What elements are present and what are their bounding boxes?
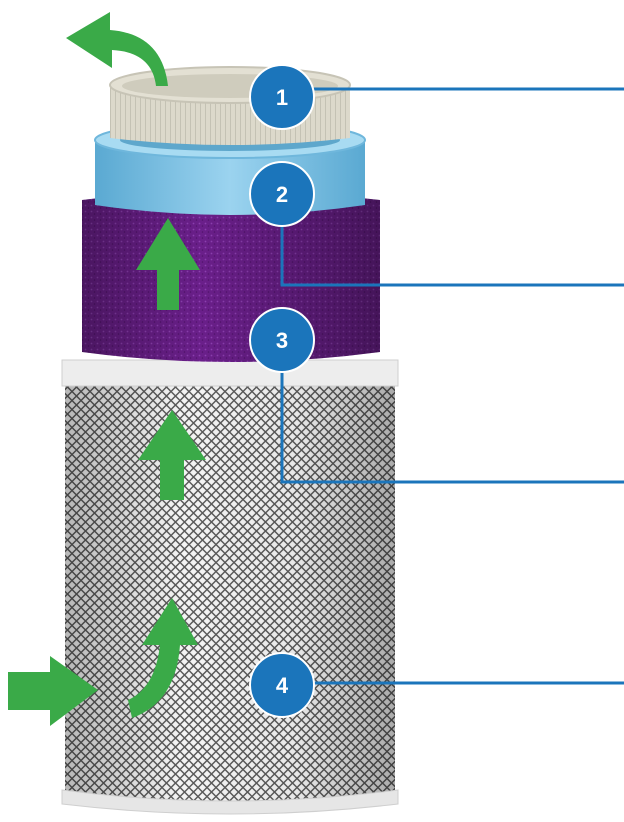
badge-number: 2 [276,182,288,207]
layer-badge-3: 3 [250,308,314,372]
badge-number: 3 [276,328,288,353]
layer-badge-4: 4 [250,653,314,717]
badge-number: 4 [276,673,289,698]
layer-badge-2: 2 [250,162,314,226]
pleated-prefilter [110,67,350,145]
badge-number: 1 [276,85,288,110]
purple-foam-filter [82,191,380,362]
steel-mesh-cylinder [62,360,398,814]
layer-badge-1: 1 [250,65,314,129]
